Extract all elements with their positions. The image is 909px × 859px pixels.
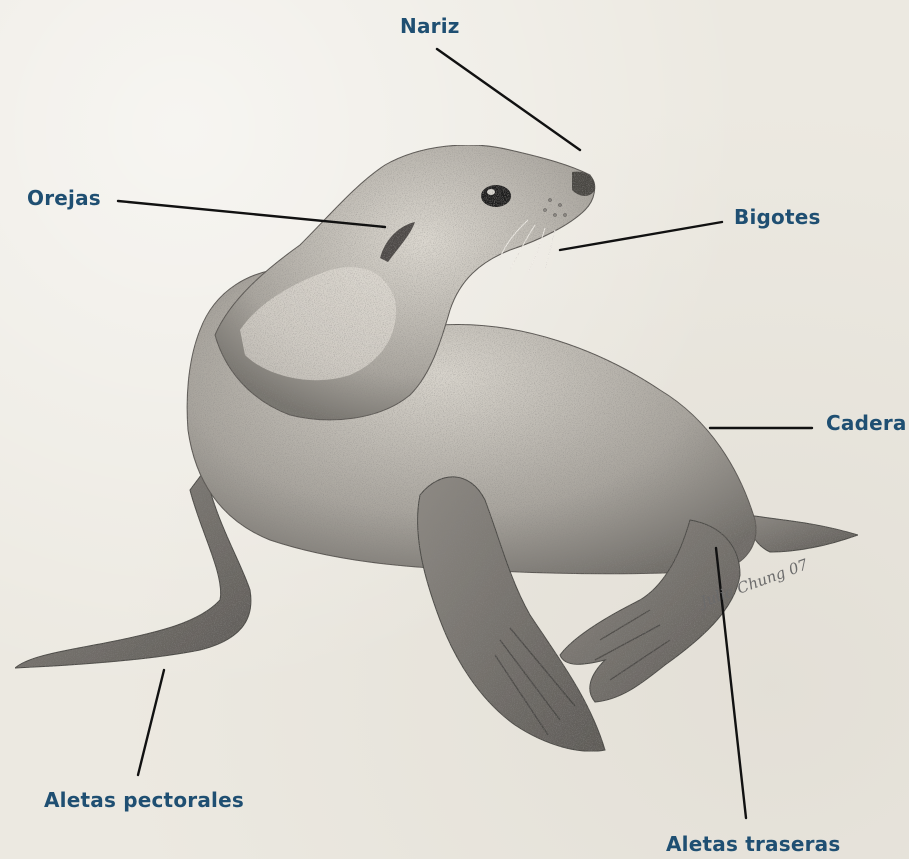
tail	[748, 515, 858, 552]
whiskers-leader-line	[560, 222, 722, 250]
label-hip: Cadera	[826, 411, 907, 435]
eye	[481, 185, 511, 207]
label-front-flippers: Aletas pectorales	[44, 788, 244, 812]
label-nose: Nariz	[400, 14, 460, 38]
front-flippers-leader-line	[138, 670, 164, 775]
label-whiskers: Bigotes	[734, 205, 821, 229]
label-ears: Orejas	[27, 186, 101, 210]
nose	[572, 172, 595, 196]
label-rear-flippers: Aletas traseras	[666, 832, 840, 856]
nose-leader-line	[437, 49, 580, 150]
sea-lion-body	[15, 145, 858, 751]
